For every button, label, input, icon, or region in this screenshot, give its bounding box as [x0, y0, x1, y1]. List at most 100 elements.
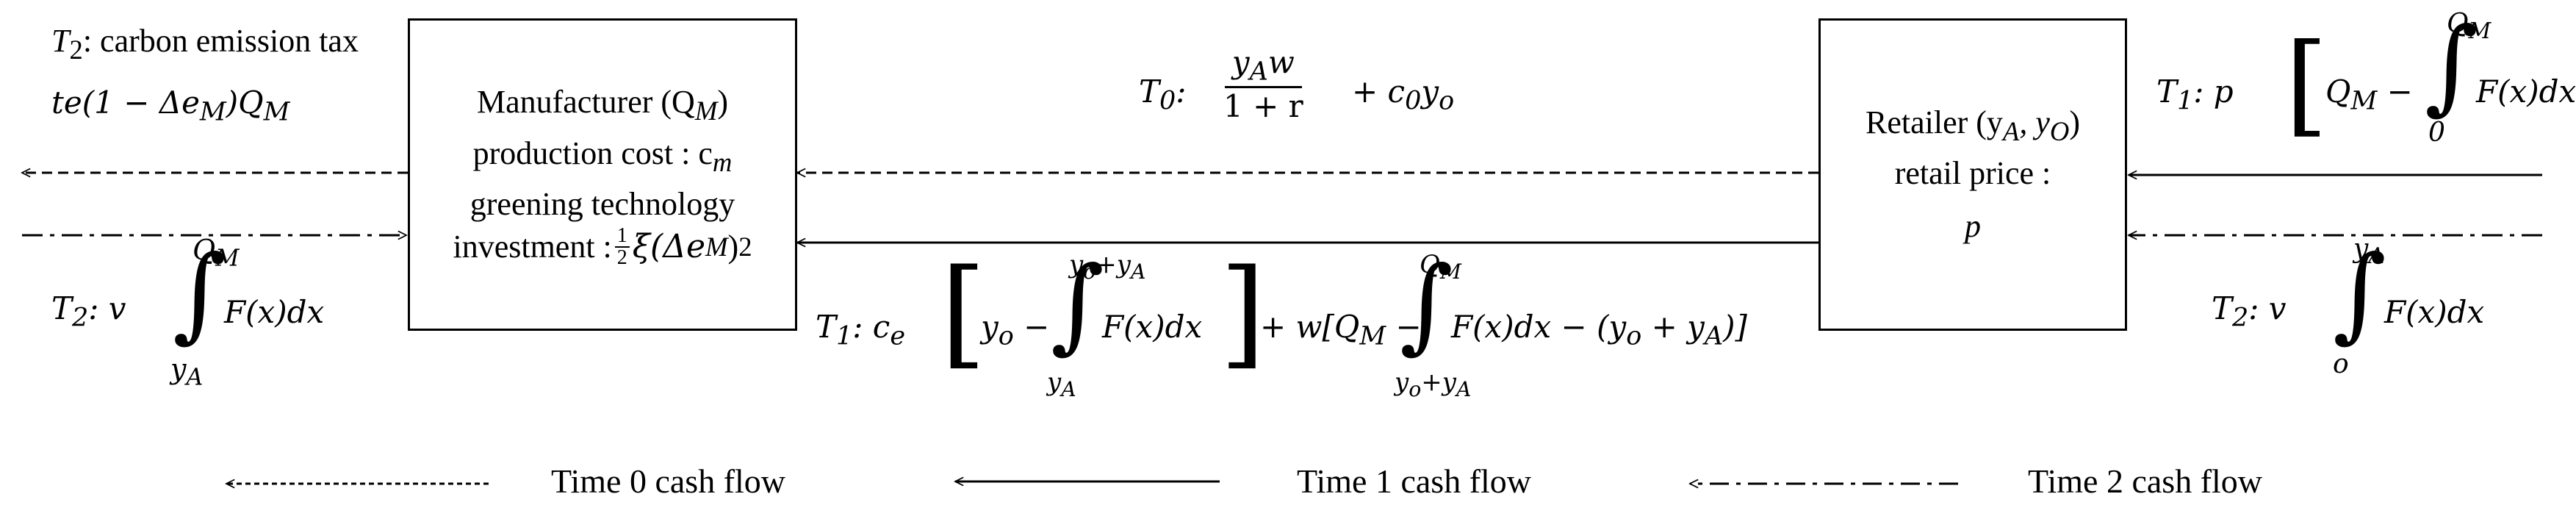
retail-price: retail price :	[1895, 152, 2051, 195]
t1-mid-upper-1-y: y	[1069, 250, 1084, 279]
manufacturer-box: Manufacturer (QM) production cost : cm g…	[408, 18, 797, 331]
t0-tail: + c0yo	[1352, 74, 1454, 115]
t1-right-upper-sub: M	[2468, 18, 2492, 45]
tax-formula: te(1 − ΔeM)QM	[51, 85, 289, 126]
t2-left-upper: QM	[193, 234, 240, 272]
t1-mid-integral-2: ∫	[1400, 245, 1453, 365]
manufacturer-title-text: Manufacturer (Q	[476, 83, 695, 120]
t2-right-integral-sign: ∫	[2333, 234, 2386, 354]
tax-formula-a: te(1 − Δe	[51, 85, 200, 121]
t1-right-lower: 0	[2428, 118, 2445, 148]
retailer-title-mid: , y	[2019, 104, 2050, 140]
retailer-sub-o: O	[2049, 115, 2070, 146]
t2-right-lower: o	[2333, 349, 2349, 379]
t1-mid-lower-1: yA	[1047, 368, 1076, 401]
t1-right-upper: QM	[2447, 9, 2491, 44]
t1-mid-bracket-open: [	[940, 243, 987, 381]
t0-t-sub: 0	[1159, 86, 1176, 116]
fraction-numerator: 1	[614, 226, 630, 248]
retail-price-text: retail price :	[1894, 155, 2051, 192]
production-cost-text: production cost : c	[472, 135, 713, 171]
t2-left-lower: yA	[170, 353, 203, 391]
t1-mid-upper-1-sub2: A	[1130, 259, 1146, 284]
t0-num-y: y	[1231, 44, 1250, 80]
t1-mid-upper-2: QM	[1420, 250, 1461, 284]
t1-mid-upper-1-sub: o	[1083, 259, 1096, 284]
tax-t: T	[51, 23, 70, 59]
manufacturer-title: Manufacturer (QM)	[477, 81, 728, 132]
t1-mid-fx-1: F(x)dx	[1102, 309, 1203, 345]
t1-mid-upper-2-sub: M	[1439, 259, 1461, 284]
t0-den: 1 + r	[1223, 88, 1303, 125]
t1-right-upper-text: Q	[2447, 9, 2469, 39]
t2-left-integral-sign: ∫	[173, 234, 226, 354]
tax-label: T2: carbon emission tax	[51, 22, 359, 65]
t0-prefix: T0:	[1139, 74, 1187, 116]
t1-mid-lower-2-y: y	[1395, 368, 1409, 397]
t2-left-upper-sub: M	[215, 245, 240, 272]
retail-price-var: p	[1965, 205, 1981, 248]
legend-time0-text: Time 0 cash flow	[551, 462, 786, 500]
t1-mid-fx-2: F(x)dx − (yo + yA)]	[1451, 309, 1747, 351]
t1-mid-lower-2-sub: o	[1408, 376, 1422, 401]
t2-left-lower-text: y	[170, 353, 187, 385]
retailer-title-text: Retailer (y	[1866, 104, 2003, 140]
t1-mid-upper-1: yo+yA	[1069, 250, 1145, 284]
t1-mid-integral-1: ∫	[1051, 245, 1104, 365]
t1-right-qm: QM −	[2325, 74, 2413, 116]
t2-right-fx: F(x)dx	[2384, 294, 2485, 330]
t0-t: T	[1139, 74, 1160, 110]
t1-right-integral-sign: ∫	[2425, 6, 2478, 126]
t1-mid-bracket-close: ]	[1220, 243, 1266, 381]
greening-technology: greening technology	[470, 183, 735, 226]
t2-left-lower-sub: A	[186, 364, 204, 391]
t2-left-fx: F(x)dx	[224, 294, 325, 330]
half-fraction: 1 2	[614, 226, 630, 270]
retail-price-p: p	[1965, 208, 1981, 245]
legend-time2-text: Time 2 cash flow	[2028, 462, 2263, 500]
t0-num-sub: A	[1249, 57, 1268, 87]
t1-mid-upper-1-b: +y	[1095, 250, 1131, 279]
t2-left-formula: T2: v	[51, 290, 126, 333]
t2-right-upper: yA	[2353, 234, 2384, 269]
t1-mid-prefix: T1: ce	[816, 309, 906, 351]
t1-right-bracket-open: [	[2285, 21, 2328, 148]
legend-time0-label: Time 0 cash flow	[551, 462, 785, 501]
t0-tail-sub: 0	[1405, 86, 1422, 116]
production-cost: production cost : cm	[473, 132, 733, 184]
production-cost-sub: m	[712, 146, 733, 177]
t0-num-w: w	[1267, 44, 1295, 80]
t1-right-fx: F(x)dx	[2476, 74, 2576, 110]
t1-mid-w: + w[QM −	[1260, 309, 1422, 351]
legend-time2-label: Time 2 cash flow	[2028, 462, 2262, 501]
retailer-title-end: )	[2069, 104, 2080, 140]
fraction-denominator: 2	[616, 246, 627, 270]
t1-right-prefix: T1: p	[2156, 74, 2234, 116]
investment-sup: 2	[738, 232, 752, 262]
tax-t-sub: 2	[69, 34, 83, 65]
investment-sub: M	[705, 232, 728, 262]
tax-formula-sub: M	[199, 97, 226, 127]
retailer-title: Retailer (yA, yO)	[1866, 101, 2080, 153]
t2-right-upper-sub: A	[2368, 243, 2385, 270]
t1-mid-upper-2-q: Q	[1420, 250, 1440, 279]
t0-tail-y-sub: o	[1439, 86, 1455, 116]
t0-tail-y: y	[1421, 74, 1439, 110]
retailer-box: Retailer (yA, yO) retail price : p	[1818, 18, 2127, 331]
t2-right-prefix: T2: v	[2212, 290, 2287, 333]
t0-tail-c: + c	[1352, 74, 1406, 110]
t1-mid-lower-2: yo+yA	[1395, 368, 1471, 401]
tax-formula-b: )Q	[226, 85, 264, 121]
investment-text: investment :	[453, 229, 612, 265]
legend-time1-label: Time 1 cash flow	[1297, 462, 1531, 501]
tax-formula-sub2: M	[263, 97, 290, 127]
t1-mid-lower-2-sub2: A	[1456, 376, 1472, 401]
t1-mid-yo: yo −	[981, 309, 1050, 351]
t1-right-lower-text: 0	[2428, 118, 2445, 148]
t1-mid-lower-2-b: +y	[1421, 368, 1456, 397]
investment-paren: )	[727, 229, 739, 265]
t2-right-lower-text: o	[2333, 349, 2349, 379]
greening-technology-text: greening technology	[469, 186, 735, 223]
investment-xi: ξ(Δe	[632, 228, 705, 266]
